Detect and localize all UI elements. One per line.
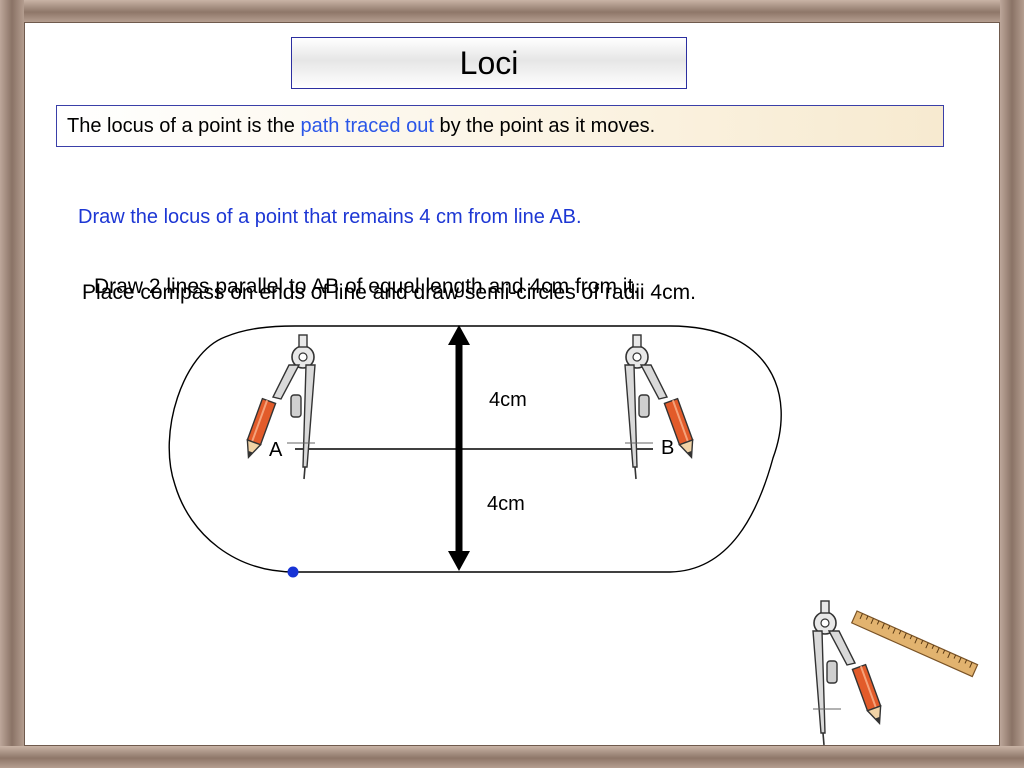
definition-highlight: path traced out	[300, 114, 434, 137]
frame-bottom	[0, 746, 1024, 768]
frame-top	[0, 0, 1024, 22]
locus-outline	[168, 325, 782, 573]
slide: Loci The locus of a point is the path tr…	[24, 22, 1000, 746]
slide-title-box: Loci	[291, 37, 687, 89]
point-a-label: A	[269, 439, 283, 461]
point-marker	[287, 566, 299, 578]
frame-right	[1000, 0, 1024, 768]
locus-diagram	[168, 325, 979, 746]
point-b-label: B	[661, 437, 675, 459]
task-text: Draw the locus of a point that remains 4…	[78, 206, 582, 228]
slide-title: Loci	[459, 44, 519, 81]
distance-arrow	[448, 325, 470, 571]
distance-label-upper: 4cm	[489, 389, 527, 411]
definition-text-start: The locus of a point is the	[67, 114, 301, 137]
frame-left	[0, 0, 24, 768]
instruction-parallel-lines: Draw 2 lines parallel to AB of equal len…	[94, 275, 640, 298]
compass-and-ruler-icon	[812, 600, 979, 746]
distance-label-lower: 4cm	[487, 493, 525, 515]
instruction-semicircles: Place compass on ends of line and draw s…	[82, 281, 696, 304]
definition-box: The locus of a point is the path traced …	[56, 105, 944, 147]
definition-text-end: by the point as it moves.	[433, 114, 656, 137]
